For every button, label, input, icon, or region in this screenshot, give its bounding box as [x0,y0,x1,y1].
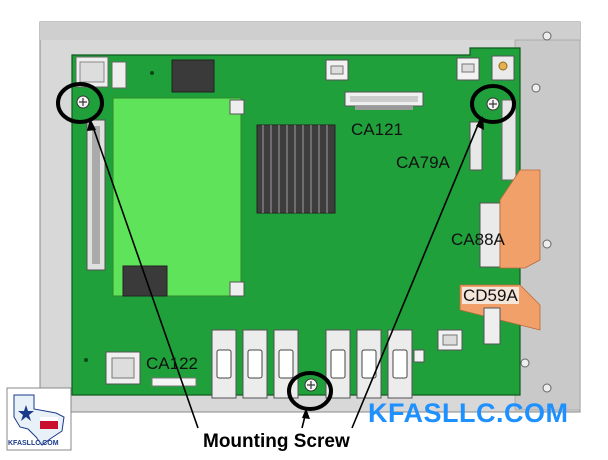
daughter-chip [122,265,168,297]
label-cd59a: CD59A [462,286,519,305]
watermark: KFASLLC.COM [368,398,569,428]
mounting-screw-caption: Mounting Screw [203,431,350,452]
label-ca121: CA121 [351,120,403,139]
daughter-board [112,97,242,297]
label-ca88a: CA88A [451,230,505,249]
chassis-holes [520,31,552,393]
screw-callouts [56,82,516,411]
top-chip [171,59,215,93]
label-ca79a: CA79A [396,153,450,172]
leader-arrows [87,116,484,419]
label-ca122: CA122 [146,354,198,373]
logo-text: KFASLLC.COM [8,440,59,447]
kfasllc-logo [6,387,72,451]
ribbon-cable [499,169,541,269]
